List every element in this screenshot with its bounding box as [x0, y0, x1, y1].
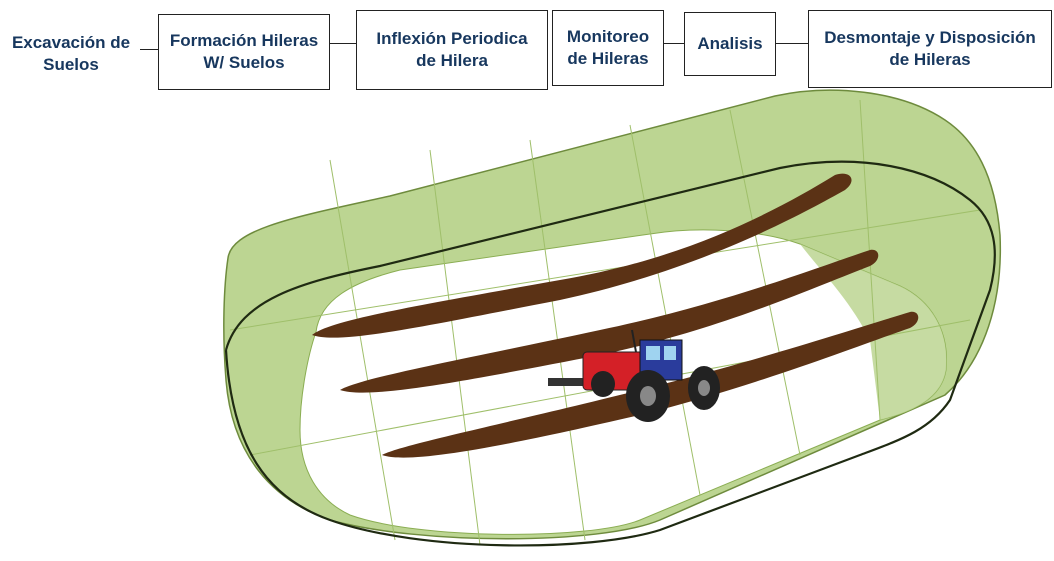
windrows	[312, 173, 919, 458]
connector-4	[776, 43, 808, 44]
berm-rim	[224, 160, 996, 547]
connector-2	[330, 43, 356, 44]
windrow-2	[340, 249, 879, 393]
connector-1	[140, 49, 158, 50]
step-excavacion: Excavación de Suelos	[11, 33, 131, 74]
windrow-3	[382, 311, 919, 458]
step-inflexion: Inflexión Periodica de Hilera	[356, 10, 548, 90]
windrow-turner-tractor-icon	[548, 329, 720, 422]
step-desmontaje: Desmontaje y Disposición de Hileras	[808, 10, 1052, 88]
step-monitoreo: Monitoreo de Hileras	[552, 10, 664, 86]
step-analisis: Analisis	[684, 12, 776, 76]
windrow-1	[312, 173, 852, 338]
connector-3	[664, 43, 684, 44]
step-formacion: Formación Hileras W/ Suelos	[158, 14, 330, 90]
